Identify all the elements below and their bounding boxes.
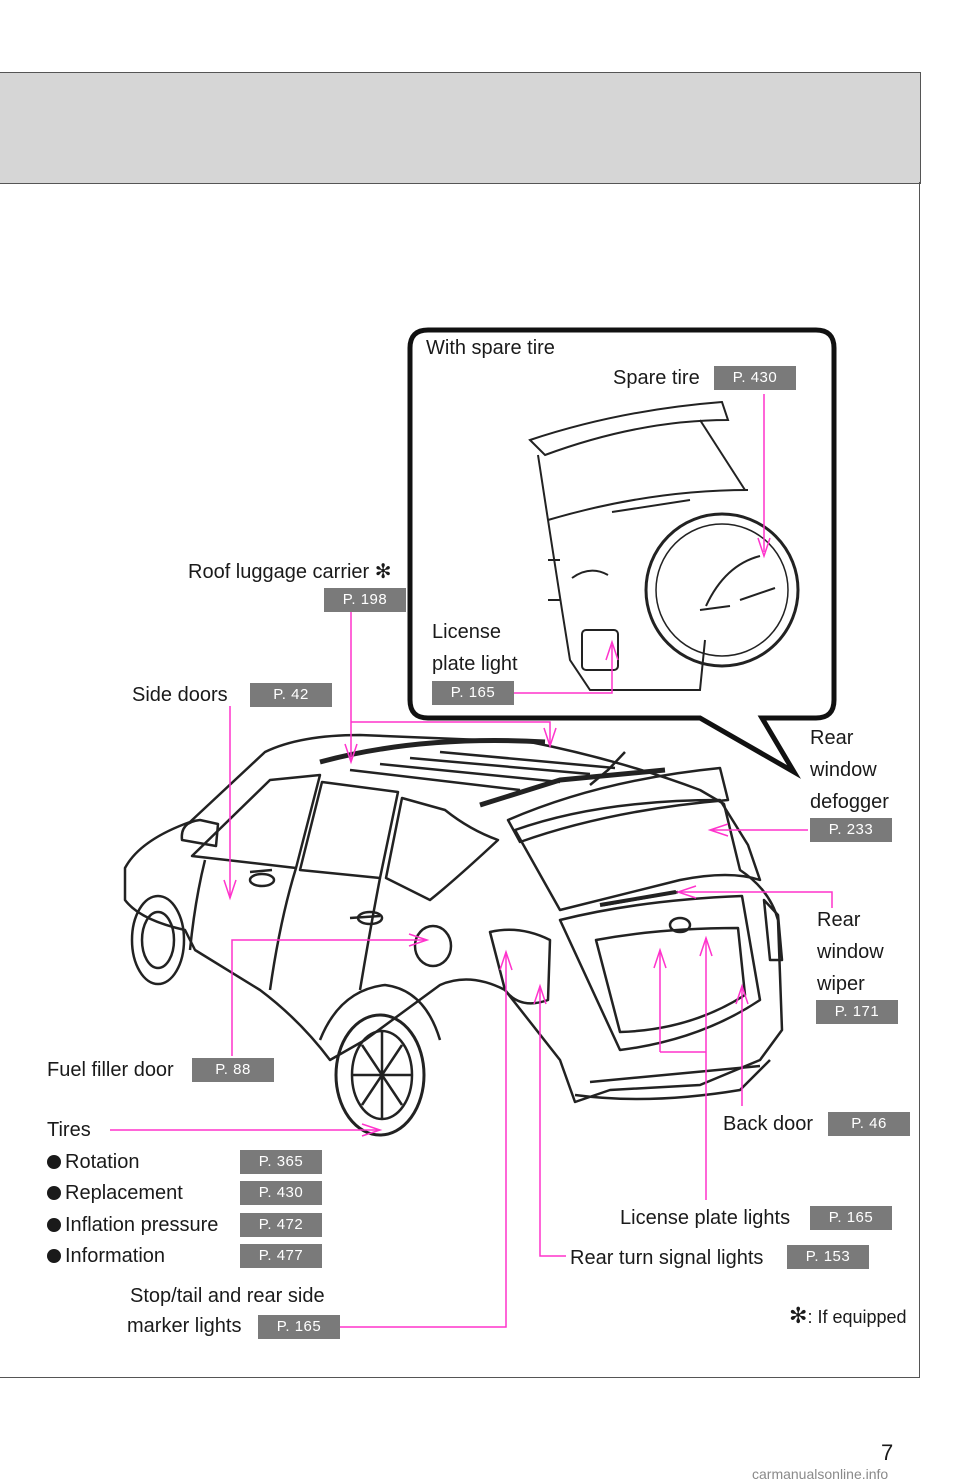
- bullet-icon: [47, 1249, 61, 1263]
- information-page-badge[interactable]: P. 477: [240, 1244, 322, 1268]
- stop-tail-label-line1: Stop/tail and rear side: [130, 1285, 325, 1307]
- watermark: carmanualsonline.info: [752, 1466, 889, 1482]
- inflation-pressure-page-badge[interactable]: P. 472: [240, 1213, 322, 1237]
- rotation-page-badge[interactable]: P. 365: [240, 1150, 322, 1174]
- tires-label: Tires: [47, 1119, 91, 1141]
- spare-tire-label: Spare tire: [613, 367, 700, 389]
- back-door-label: Back door: [723, 1113, 814, 1135]
- rear-window-defogger-label-line3: defogger: [810, 791, 889, 813]
- tires-information-item: Information: [47, 1244, 165, 1268]
- license-plate-light-label-line2: plate light: [432, 653, 518, 675]
- information-label: Information: [65, 1245, 166, 1267]
- fuel-filler-door-page-badge[interactable]: P. 88: [192, 1058, 274, 1082]
- rear-window-wiper-label-line3: wiper: [817, 973, 865, 995]
- header-band: [0, 72, 921, 184]
- rear-window-wiper-page-badge[interactable]: P. 171: [816, 1000, 898, 1024]
- tires-rotation-item: Rotation: [47, 1150, 140, 1174]
- tires-inflation-item: Inflation pressure: [47, 1213, 218, 1237]
- inset-vehicle-drawing: [528, 400, 800, 691]
- leader-lines: [110, 394, 833, 1328]
- back-door-page-badge[interactable]: P. 46: [828, 1112, 910, 1136]
- rear-turn-signal-lights-label: Rear turn signal lights: [570, 1247, 764, 1269]
- license-plate-lights-page-badge[interactable]: P. 165: [810, 1206, 892, 1230]
- inset-title: With spare tire: [426, 337, 555, 359]
- frame-right-border: [919, 182, 920, 1377]
- replacement-page-badge[interactable]: P. 430: [240, 1181, 322, 1205]
- rear-turn-signal-lights-page-badge[interactable]: P. 153: [787, 1245, 869, 1269]
- inset-callout-frame: [407, 327, 837, 779]
- inflation-pressure-label: Inflation pressure: [65, 1214, 219, 1236]
- roof-luggage-carrier-page-badge[interactable]: P. 198: [324, 588, 406, 612]
- bullet-icon: [47, 1218, 61, 1232]
- side-doors-label: Side doors: [132, 684, 228, 706]
- footnote: ✻: If equipped: [789, 1304, 907, 1329]
- tires-replacement-item: Replacement: [47, 1181, 183, 1205]
- rear-window-defogger-label-line2: window: [810, 759, 877, 781]
- spare-tire-page-badge[interactable]: P. 430: [714, 366, 796, 390]
- replacement-label: Replacement: [65, 1182, 183, 1204]
- roof-luggage-carrier-text: Roof luggage carrier: [188, 561, 370, 583]
- bullet-icon: [47, 1155, 61, 1169]
- license-plate-lights-label: License plate lights: [620, 1207, 791, 1229]
- if-equipped-asterisk: ✻: [374, 561, 392, 583]
- fuel-filler-door-label: Fuel filler door: [47, 1059, 174, 1081]
- side-doors-page-badge[interactable]: P. 42: [250, 683, 332, 707]
- license-plate-light-label-line1: License: [432, 621, 501, 643]
- rear-window-defogger-label-line1: Rear: [810, 727, 854, 749]
- stop-tail-page-badge[interactable]: P. 165: [258, 1315, 340, 1339]
- footnote-asterisk: ✻: [789, 1303, 808, 1328]
- roof-luggage-carrier-label: Roof luggage carrier ✻: [188, 560, 392, 584]
- page-number: 7: [881, 1440, 894, 1465]
- rear-window-wiper-label-line1: Rear: [817, 909, 861, 931]
- rear-window-wiper-label-line2: window: [817, 941, 884, 963]
- stop-tail-label-line2: marker lights: [127, 1315, 242, 1337]
- frame-bottom-border: [0, 1377, 920, 1378]
- rear-window-defogger-page-badge[interactable]: P. 233: [810, 818, 892, 842]
- main-vehicle-drawing: [123, 733, 784, 1137]
- license-plate-light-page-badge[interactable]: P. 165: [432, 681, 514, 705]
- footnote-text: : If equipped: [807, 1307, 907, 1327]
- rotation-label: Rotation: [65, 1151, 140, 1173]
- bullet-icon: [47, 1186, 61, 1200]
